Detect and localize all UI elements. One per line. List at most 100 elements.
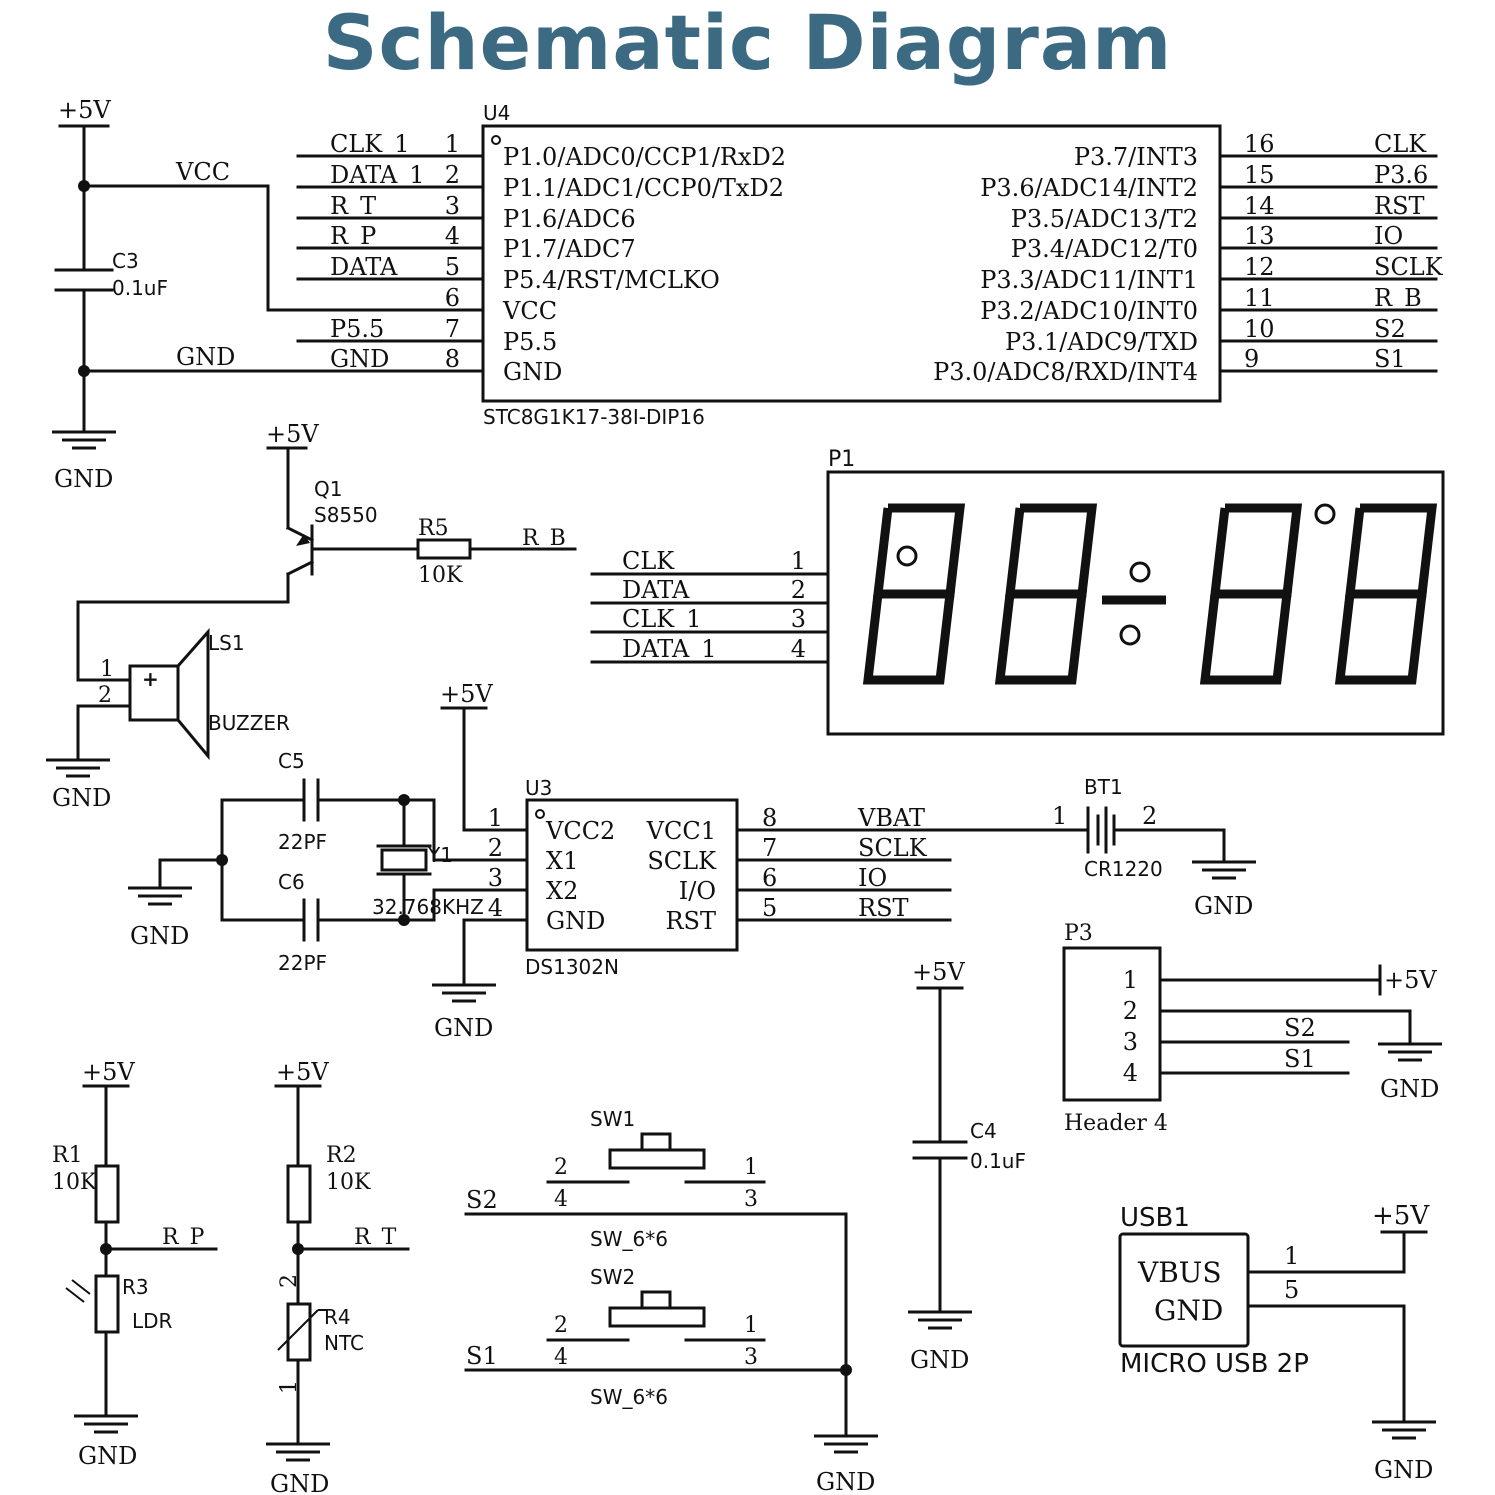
u4-right-net-4: SCLK: [1374, 253, 1444, 281]
u4-left-pin-4: 5: [445, 253, 460, 281]
usb1-connector: USB1 VBUS GND MICRO USB 2P +5V GND 1 5: [1118, 1201, 1438, 1484]
usb1-gnd: GND: [1374, 1456, 1433, 1484]
r4-gnd: GND: [270, 1470, 329, 1495]
sw2-gnd: GND: [816, 1468, 875, 1495]
sw1-ref: SW1: [590, 1107, 635, 1131]
u4-right-net-2: RST: [1374, 192, 1425, 220]
c3-ref: C3: [112, 249, 139, 273]
colon-dot-bottom: [1119, 624, 1141, 646]
u4-right-pin-5: 11: [1244, 284, 1275, 312]
sw1-part: SW_6*6: [590, 1227, 668, 1251]
p1-net-2: CLK_1: [622, 605, 702, 633]
u4-left-pin-7: 8: [445, 345, 460, 373]
p3-gnd: GND: [1380, 1075, 1439, 1103]
r1-r3-divider: +5V R1 10K R_P R3 LDR GND: [52, 1058, 218, 1470]
p1-ref: P1: [828, 447, 855, 472]
r5-body: [416, 538, 472, 560]
r1-value: 10K: [52, 1170, 97, 1195]
u4-ref: U4: [483, 101, 510, 125]
u4-part: STC8G1K17-38I-DIP16: [483, 405, 705, 429]
u4-left-name-3: P1.7/ADC7: [503, 235, 636, 263]
r2-plus5: +5V: [276, 1058, 329, 1086]
r4-pin2: 2: [277, 1274, 302, 1288]
u4-left-pin-6: 7: [445, 315, 460, 343]
u4-left-net-0: CLK_1: [330, 130, 410, 158]
c4-value: 0.1uF: [970, 1149, 1026, 1173]
c4-gnd: GND: [910, 1346, 969, 1374]
u3-right-net-0: VBAT: [857, 804, 925, 832]
digit-3: [1334, 503, 1438, 685]
u4-left-net-4: DATA: [330, 253, 398, 281]
u4-right-name-4: P3.3/ADC11/INT1: [980, 266, 1198, 294]
u4-right-name-0: P3.7/INT3: [1074, 143, 1198, 171]
bt1-part: CR1220: [1084, 857, 1163, 881]
u4-left-name-0: P1.0/ADC0/CCP1/RxD2: [503, 143, 786, 171]
sw1-switch: SW1 2 1 4 3 S2 SW_6*6: [464, 1107, 848, 1372]
u3-right-pin-0: 8: [762, 804, 777, 832]
u3-left-pin-3: 4: [488, 894, 503, 922]
p3-pin-1: 2: [1123, 997, 1138, 1025]
y1-value: 32.768KHZ: [372, 895, 484, 919]
p1-net-0: CLK: [622, 547, 675, 575]
ls1-plus: +: [142, 667, 159, 691]
u4-body: [481, 124, 1222, 403]
u3-right-pin-3: 5: [762, 894, 777, 922]
u3-left-pin-1: 2: [488, 834, 503, 862]
r2-value: 10K: [326, 1170, 371, 1195]
usb1-body: [1118, 1232, 1250, 1348]
ls1-gnd: GND: [52, 784, 111, 812]
u4-right-net-6: S2: [1374, 315, 1406, 343]
u3-right-net-2: IO: [858, 864, 887, 892]
p3-pin-3: 4: [1123, 1059, 1138, 1087]
u4-right-pin-4: 12: [1244, 253, 1275, 281]
ls1-pin2: 2: [98, 683, 112, 708]
u3-right-pin-2: 6: [762, 864, 777, 892]
r3-gnd: GND: [78, 1442, 137, 1470]
u3-part: DS1302N: [525, 955, 619, 979]
r5-value: 10K: [418, 563, 463, 588]
sw2-ref: SW2: [590, 1265, 635, 1289]
u3-left-name-0: VCC2: [545, 817, 615, 845]
digit-2: [1199, 503, 1303, 685]
r4-part: NTC: [324, 1331, 364, 1355]
usb1-part: MICRO USB 2P: [1120, 1349, 1309, 1379]
u4-left-net-1: DATA_1: [330, 161, 425, 189]
u4-left-name-4: P5.4/RST/MCLKO: [503, 266, 720, 294]
u4-right-net-5: R_B: [1374, 284, 1422, 312]
c6-value: 22PF: [278, 951, 327, 975]
c5-value: 22PF: [278, 830, 327, 854]
ls1-pin1: 1: [100, 657, 114, 682]
usb1-ref: USB1: [1120, 1203, 1190, 1233]
r1-ref: R1: [52, 1143, 83, 1168]
p3-part: Header 4: [1064, 1111, 1168, 1136]
crystal-network: C5 22PF C6 22PF Y1 32.768KHZ GND: [126, 749, 529, 975]
p1-net-3: DATA_1: [622, 635, 717, 663]
u4-mcu: U4 STC8G1K17-38I-DIP16 CLK_1 1 P1.0/ADC0/C…: [296, 101, 1444, 429]
usb1-pin5: 5: [1284, 1276, 1299, 1304]
u4-right-net-3: IO: [1374, 222, 1403, 250]
seven-segment-digits: [862, 503, 1438, 685]
sw2-p2: 2: [554, 1313, 568, 1338]
u3-right-name-2: I/O: [679, 877, 716, 905]
digit-0: [862, 503, 966, 685]
bt1-pin1: 1: [1052, 802, 1067, 830]
ls1-part: BUZZER: [208, 711, 290, 735]
p1-pin-3: 4: [791, 635, 806, 663]
u4-pin1-marker: [491, 135, 501, 145]
sw1-p3: 3: [744, 1187, 758, 1212]
sw1-net: S2: [466, 1186, 498, 1214]
p1-pin-2: 3: [791, 605, 806, 633]
c4-plus5: +5V: [912, 958, 965, 986]
sw2-p4: 4: [554, 1345, 568, 1370]
u4-left-pin-3: 4: [445, 222, 460, 250]
sw1-p4: 4: [554, 1187, 568, 1212]
u4-left-pin-0: 1: [445, 130, 460, 158]
c3-decoupling: +5V C3 0.1uF VCC GND GND: [50, 96, 485, 493]
c6-ref: C6: [278, 870, 305, 894]
